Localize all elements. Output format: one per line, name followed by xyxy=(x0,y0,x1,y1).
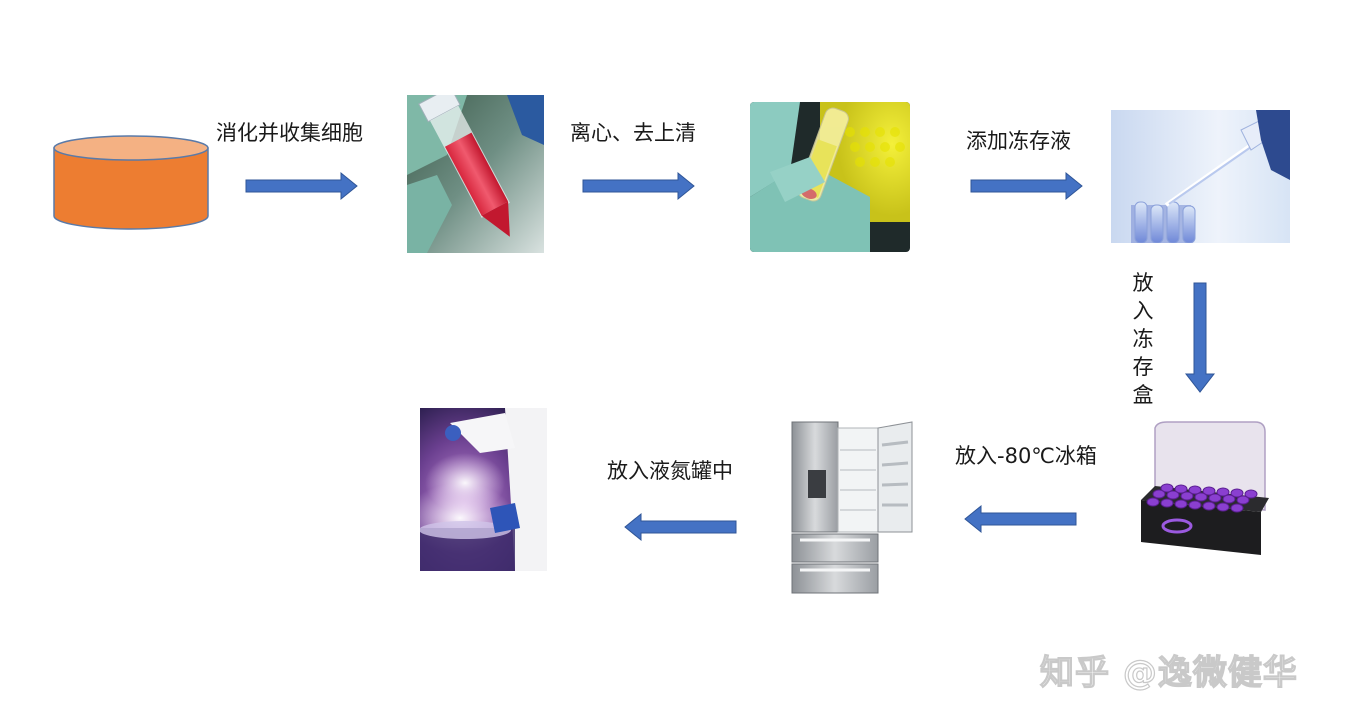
refrigerator-photo xyxy=(790,420,915,595)
step-label-freeze-box: 放入冻存盒 xyxy=(1132,271,1154,407)
arrow-right-2 xyxy=(582,171,695,201)
watermark: 知乎 @逸微健华 xyxy=(1039,653,1298,693)
step-label-digest-collect: 消化并收集细胞 xyxy=(216,121,363,145)
freezing-container-photo xyxy=(1137,420,1269,560)
tube-red-medium-photo xyxy=(407,95,544,253)
arrow-left-1 xyxy=(964,504,1077,534)
arrow-down xyxy=(1184,282,1216,393)
culture-dish xyxy=(53,135,209,230)
step-label-add-medium: 添加冻存液 xyxy=(966,129,1071,153)
arrow-left-2 xyxy=(624,512,737,542)
pipette-tubes-photo xyxy=(1111,110,1290,243)
tube-pellet-photo xyxy=(750,102,910,252)
liquid-nitrogen-tank-photo xyxy=(420,408,547,571)
step-label-liquid-nitrogen: 放入液氮罐中 xyxy=(607,459,733,483)
step-label-centrifuge: 离心、去上清 xyxy=(570,121,696,145)
arrow-right-1 xyxy=(245,171,358,201)
step-label-freezer: 放入-80℃冰箱 xyxy=(955,444,1097,468)
arrow-right-3 xyxy=(970,171,1083,201)
